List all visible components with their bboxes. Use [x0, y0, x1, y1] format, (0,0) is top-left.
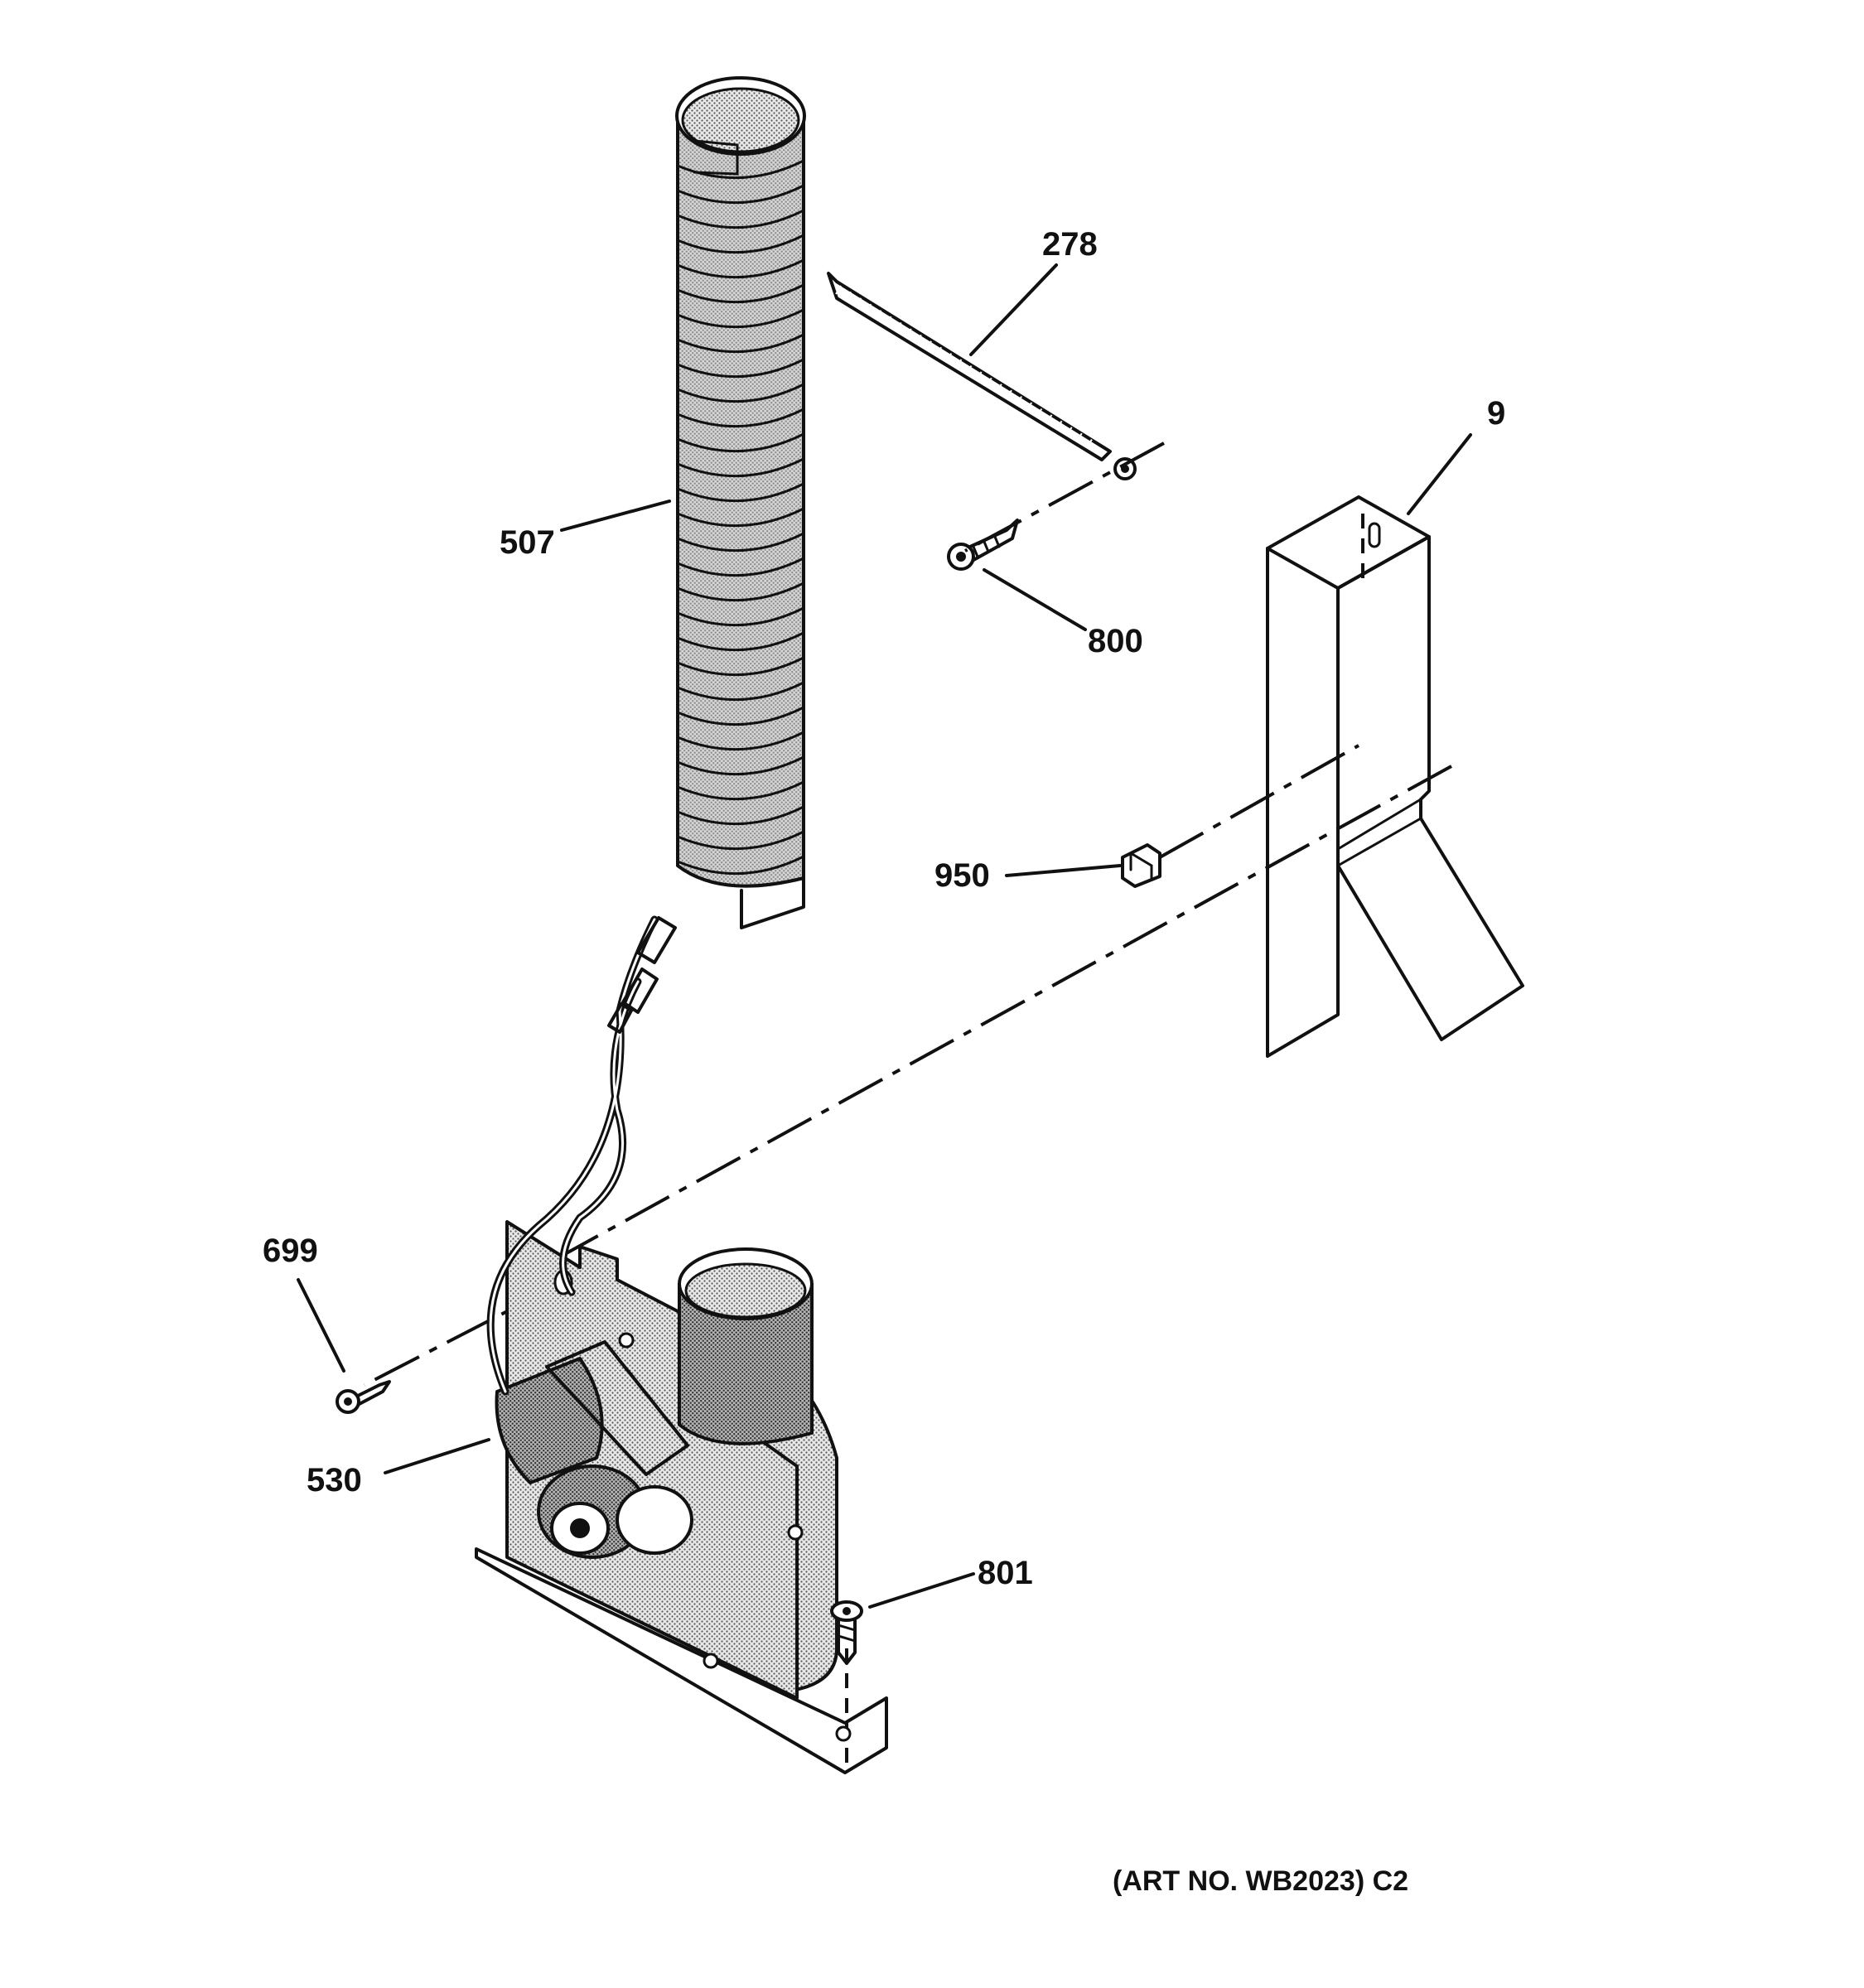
duct-rib	[677, 532, 804, 552]
duct-rib	[677, 408, 804, 428]
duct-rib	[677, 432, 804, 453]
label-950: 950	[934, 857, 990, 894]
cable-tie-tooth	[875, 310, 882, 320]
cable-tie-tooth	[855, 297, 862, 307]
art-number: (ART NO. WB2023) C2	[1113, 1865, 1408, 1897]
duct-rib	[677, 681, 804, 702]
duct-rib	[677, 855, 804, 876]
label-800: 800	[1088, 623, 1143, 659]
cable-tie-tooth	[925, 340, 932, 350]
duct-rib	[677, 308, 804, 329]
duct-rib	[677, 706, 804, 726]
label-699: 699	[263, 1233, 318, 1269]
cable-tie-tooth	[1026, 402, 1033, 412]
label-801: 801	[978, 1555, 1033, 1591]
label-9: 9	[1487, 395, 1505, 432]
duct-rib	[677, 258, 804, 279]
clip-950	[1121, 843, 1161, 888]
callout-leader-lines	[297, 263, 1472, 1609]
duct-rib	[677, 631, 804, 652]
cable-tie-teeth	[835, 285, 1093, 449]
cable-tie-tooth	[895, 322, 902, 332]
bracket-9	[1266, 495, 1524, 1058]
cable-tie-tooth	[1065, 427, 1073, 437]
duct-rib	[677, 780, 804, 801]
label-507: 507	[500, 524, 555, 561]
cable-tie-tooth	[1045, 414, 1053, 424]
cable-tie-tooth	[975, 371, 983, 381]
motor-wire-harness	[486, 915, 677, 1396]
cable-tie-tooth	[865, 303, 872, 313]
duct-rib	[677, 731, 804, 751]
duct-rib	[677, 333, 804, 354]
duct-rib	[677, 606, 804, 627]
cable-tie-tooth	[985, 377, 992, 387]
cable-tie-278	[827, 272, 1137, 480]
duct-rib	[677, 805, 804, 826]
cable-tie-tooth	[965, 364, 973, 375]
cable-tie-tooth	[1016, 396, 1022, 406]
flexible-duct-507	[675, 76, 806, 929]
duct-rib	[677, 507, 804, 528]
duct-rib	[677, 209, 804, 229]
cable-tie-tooth	[1055, 420, 1063, 430]
cable-tie-tooth	[945, 353, 953, 363]
cable-tie-tooth	[915, 334, 922, 344]
duct-rib	[677, 482, 804, 503]
cable-tie-tooth	[955, 359, 963, 369]
blower-assembly-530	[475, 1220, 888, 1774]
duct-rib	[677, 457, 804, 478]
screw-699	[336, 1380, 391, 1414]
duct-rib	[677, 830, 804, 851]
duct-rib	[677, 184, 804, 205]
cable-tie-tooth	[1006, 389, 1012, 399]
duct-rib	[677, 159, 804, 180]
cable-tie-tooth	[885, 316, 892, 326]
cable-tie-tooth	[905, 328, 912, 338]
cable-tie-tooth	[935, 346, 943, 356]
duct-rib	[677, 656, 804, 677]
duct-rib	[677, 383, 804, 403]
duct-rib	[677, 358, 804, 379]
cable-tie-tooth	[835, 285, 842, 295]
cable-tie-tooth	[1036, 408, 1043, 417]
duct-rib	[677, 557, 804, 577]
label-278: 278	[1042, 226, 1098, 263]
cable-tie-tooth	[845, 291, 852, 301]
duct-corrugation-ribs	[677, 159, 804, 876]
duct-rib	[677, 581, 804, 602]
screw-801	[830, 1600, 863, 1665]
cable-tie-tooth	[1086, 439, 1093, 449]
duct-rib	[677, 755, 804, 776]
cable-tie-tooth	[1075, 432, 1083, 442]
assembly-center-lines	[364, 442, 1452, 1768]
label-530: 530	[307, 1462, 362, 1498]
cable-tie-tooth	[995, 384, 1002, 393]
duct-rib	[677, 283, 804, 304]
duct-rib	[677, 234, 804, 254]
